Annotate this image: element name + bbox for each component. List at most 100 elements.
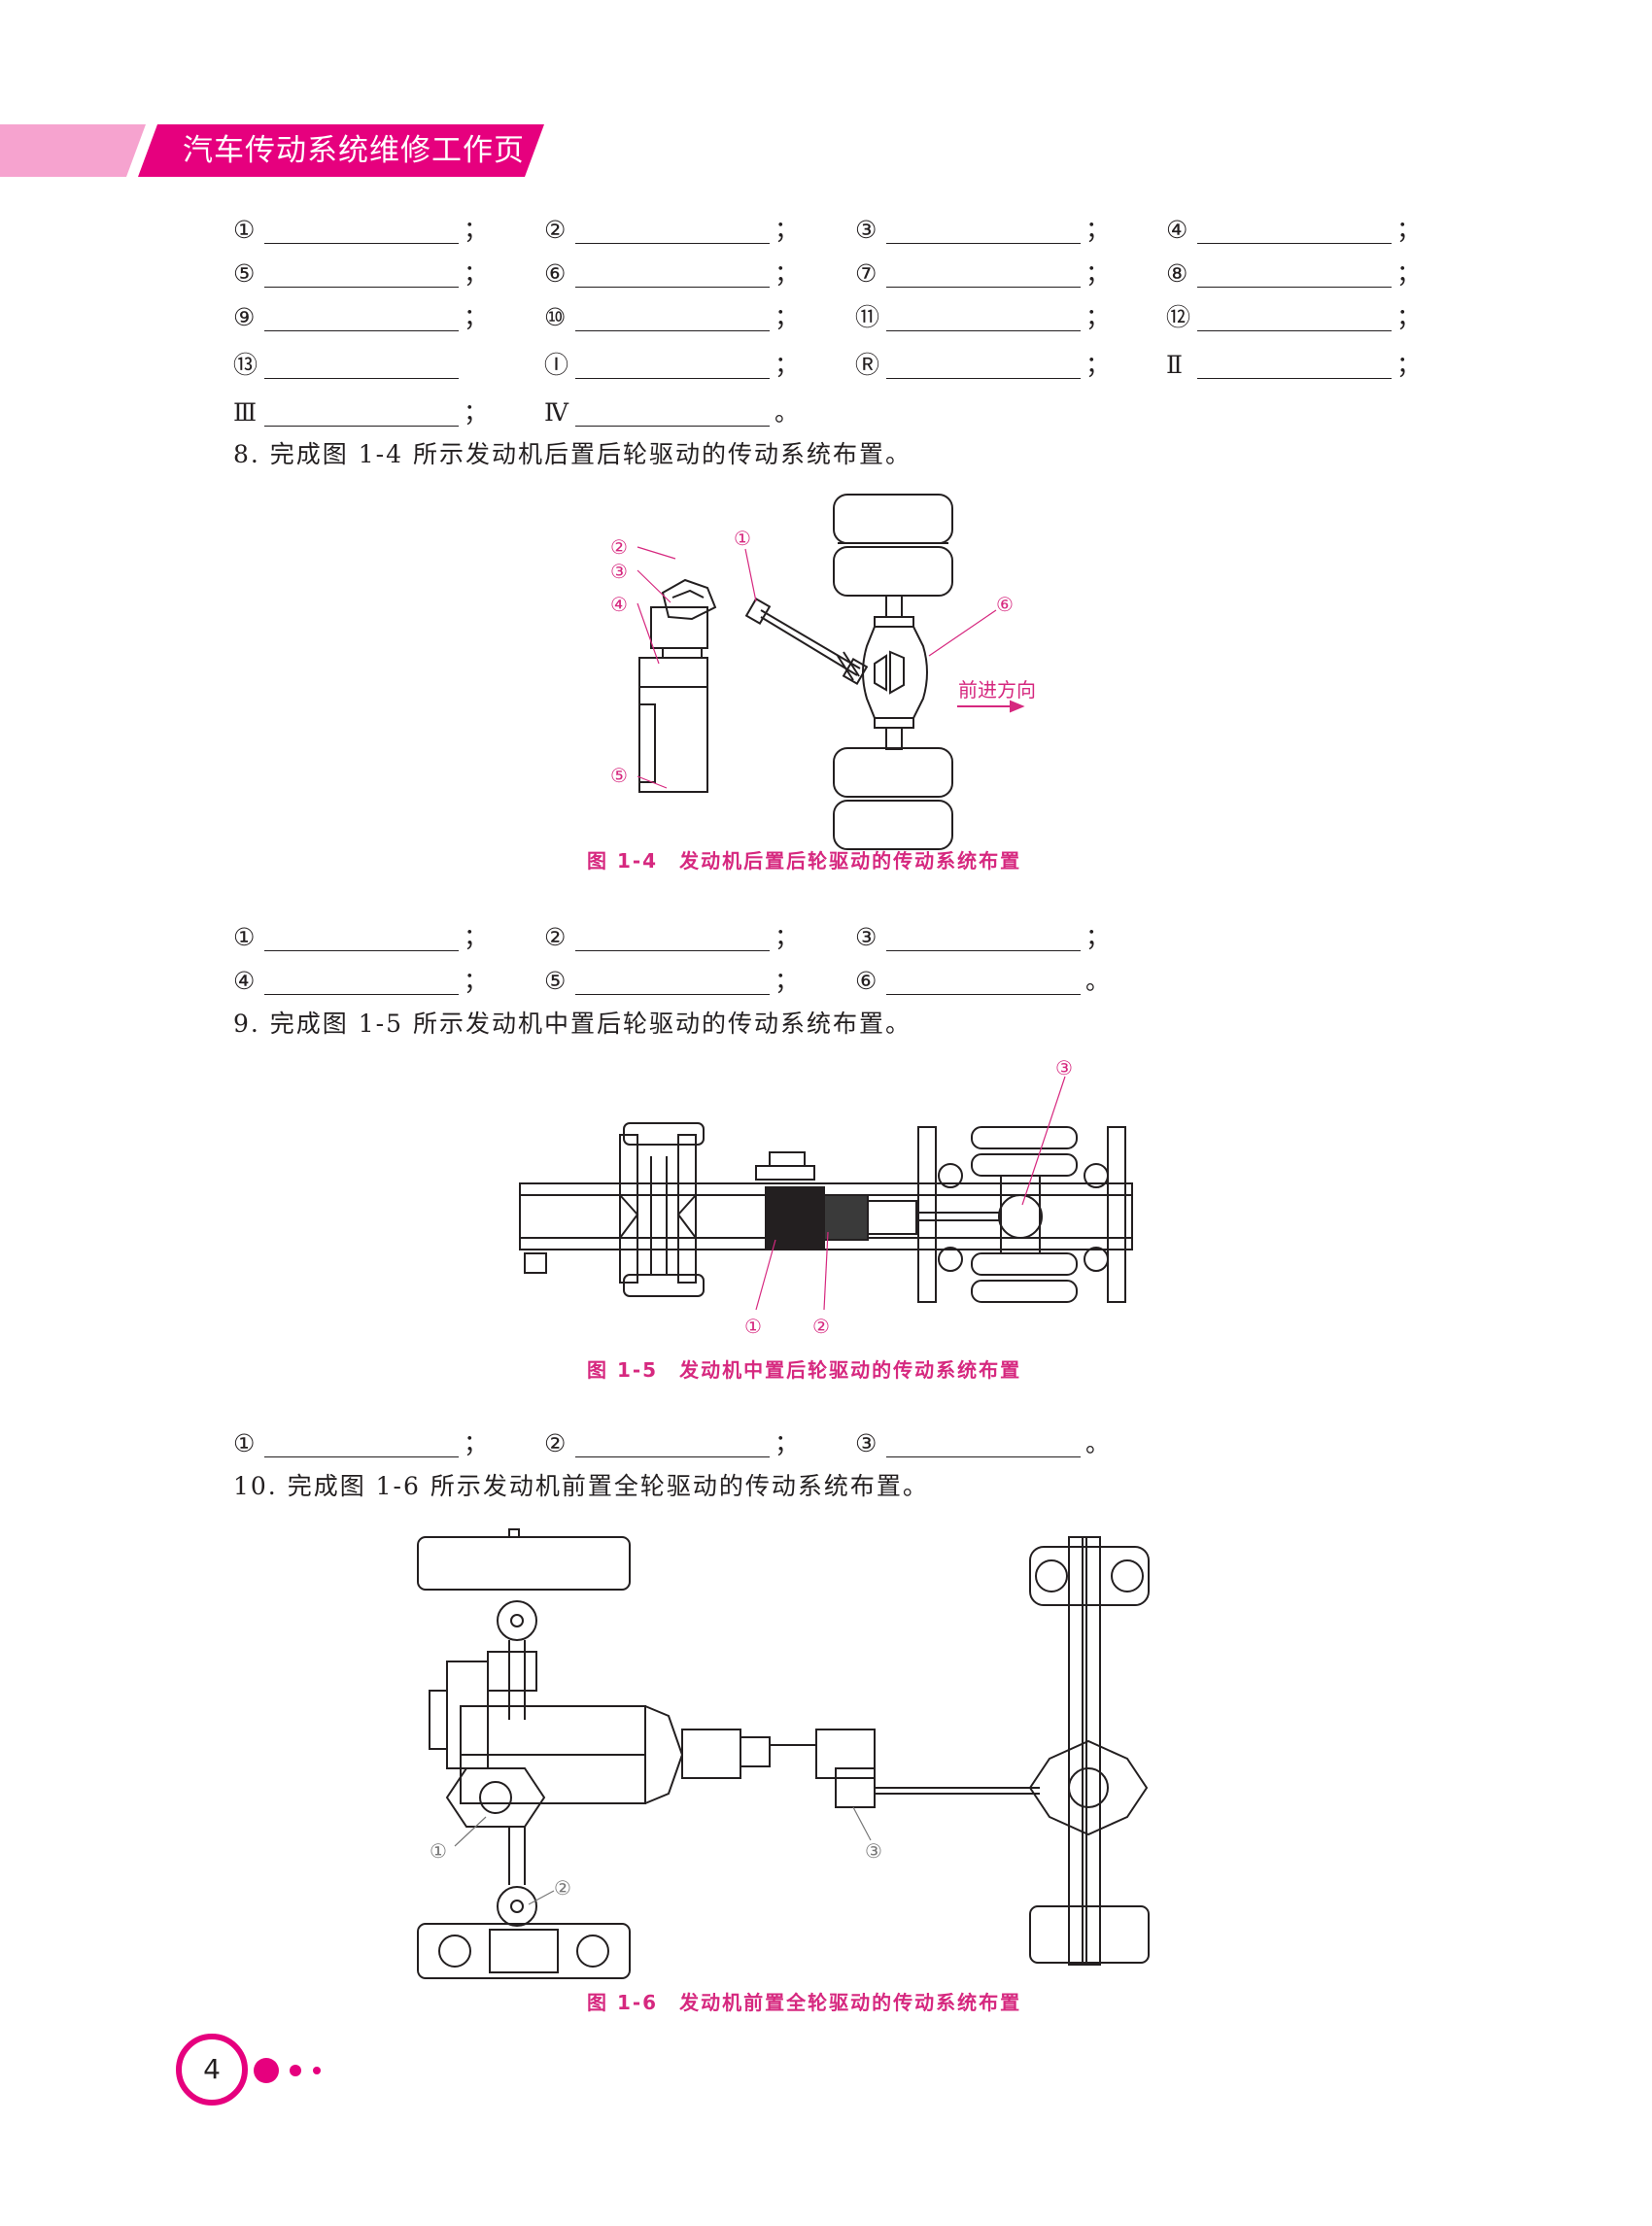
blank-number: ⑥ [855, 967, 878, 995]
blank-number: ⑬ [233, 351, 258, 379]
answer-blank[interactable]: ①； [233, 918, 488, 957]
blank-number: ⑪ [855, 303, 880, 331]
answer-blank[interactable]: Ⅲ； [233, 394, 489, 432]
answer-blank[interactable]: ①； [233, 211, 489, 250]
fig14-label-1: ① [734, 527, 751, 550]
answer-blank[interactable]: ⑨； [233, 298, 489, 337]
answer-blank[interactable]: ③。 [855, 1424, 1110, 1463]
blank-punctuation: ； [464, 216, 489, 244]
blank-punctuation: ； [1085, 216, 1111, 244]
answer-blank[interactable]: Ⅱ； [1166, 346, 1422, 385]
blank-number: ④ [1166, 216, 1188, 244]
header-title: 汽车传动系统维修工作页 [183, 133, 525, 168]
question-8: 8. 完成图 1-4 所示发动机后置后轮驱动的传动系统布置。 [233, 440, 912, 468]
blank-punctuation: ； [1396, 351, 1422, 379]
blank-line[interactable] [575, 287, 770, 288]
answer-blank[interactable]: Ⓘ； [544, 346, 799, 385]
blank-number: Ⅲ [233, 398, 258, 427]
blank-line[interactable] [886, 378, 1081, 379]
blank-punctuation: ； [1396, 303, 1422, 331]
blank-punctuation: ； [464, 303, 489, 331]
blank-line[interactable] [575, 378, 770, 379]
blank-line[interactable] [264, 243, 459, 244]
blank-line[interactable] [886, 243, 1081, 244]
blank-line[interactable] [264, 1456, 459, 1457]
question-9: 9. 完成图 1-5 所示发动机中置后轮驱动的传动系统布置。 [233, 1010, 912, 1038]
blank-line[interactable] [886, 1456, 1081, 1457]
answer-blank[interactable]: ④； [233, 962, 489, 1001]
fig14-label-4: ④ [610, 593, 628, 616]
blank-number: ⑩ [544, 303, 567, 331]
answer-blank[interactable]: ⑬ [233, 346, 486, 385]
blank-line[interactable] [264, 950, 459, 951]
answer-blank[interactable]: ⑧； [1166, 255, 1422, 293]
blank-line[interactable] [886, 287, 1081, 288]
figure-1-5: ① ② ③ [519, 1059, 1133, 1338]
fig16-label-2: ② [554, 1876, 571, 1900]
blank-punctuation: 。 [774, 398, 800, 427]
answer-blank[interactable]: ③； [855, 918, 1110, 957]
answer-blank[interactable]: ⑤； [544, 962, 799, 1001]
blank-line[interactable] [264, 330, 459, 331]
answer-blank[interactable]: ⑫； [1166, 298, 1422, 337]
blank-punctuation: ； [1085, 303, 1111, 331]
answer-blank[interactable]: ⑤； [233, 255, 488, 293]
blank-punctuation: ； [774, 923, 800, 951]
blank-number: ④ [233, 967, 256, 995]
footer-dot-large [254, 2058, 279, 2083]
answer-blank[interactable]: ⑥； [544, 255, 799, 293]
blank-number: ② [544, 923, 567, 951]
answer-blank[interactable]: ⑥。 [855, 962, 1110, 1001]
blank-number: ⑤ [233, 259, 256, 288]
blank-line[interactable] [886, 330, 1081, 331]
answer-blank[interactable]: ①； [233, 1424, 489, 1463]
blank-number: ⑦ [855, 259, 878, 288]
blank-line[interactable] [575, 330, 770, 331]
header-band [0, 124, 544, 177]
blank-line[interactable] [575, 426, 770, 427]
blank-line[interactable] [575, 994, 770, 995]
answer-blank[interactable]: ⑦； [855, 255, 1110, 293]
blank-line[interactable] [1197, 243, 1392, 244]
blank-line[interactable] [1197, 330, 1392, 331]
blank-line[interactable] [264, 994, 459, 995]
blank-line[interactable] [1197, 378, 1392, 379]
blank-number: ⑤ [544, 967, 567, 995]
answer-blank[interactable]: Ⓡ； [855, 346, 1110, 385]
answer-blank[interactable]: ⑩； [544, 298, 800, 337]
blank-punctuation: ； [774, 216, 800, 244]
blank-line[interactable] [886, 950, 1081, 951]
answer-blank[interactable]: ⑪； [855, 298, 1111, 337]
blank-number: ⑨ [233, 303, 256, 331]
fig15-label-2: ② [812, 1315, 830, 1338]
blank-line[interactable] [264, 287, 459, 288]
blank-punctuation: ； [774, 303, 800, 331]
fig14-caption-text: 发动机后置后轮驱动的传动系统布置 [679, 849, 1022, 873]
answer-blank[interactable]: ③； [855, 211, 1111, 250]
blank-punctuation: ； [1396, 259, 1422, 288]
blank-line[interactable] [575, 950, 770, 951]
fig16-label-3: ③ [865, 1839, 882, 1863]
answer-blank[interactable]: ②； [544, 918, 800, 957]
answer-blank[interactable]: Ⅳ。 [544, 394, 800, 432]
answer-blank[interactable]: ④； [1166, 211, 1421, 250]
blank-line[interactable] [264, 378, 459, 379]
blank-number: ② [544, 216, 567, 244]
blank-line[interactable] [886, 994, 1081, 995]
blank-line[interactable] [575, 1456, 770, 1457]
blank-number: ③ [855, 216, 878, 244]
answer-blank[interactable]: ②； [544, 211, 800, 250]
blank-number: ③ [855, 923, 878, 951]
answer-blank[interactable]: ②； [544, 1424, 799, 1463]
page-number: 4 [176, 2034, 248, 2106]
blank-number: ① [233, 216, 256, 244]
blank-punctuation: ； [464, 967, 489, 995]
blank-punctuation: ； [464, 1429, 489, 1457]
blank-line[interactable] [575, 243, 770, 244]
blank-number: Ⓡ [855, 351, 880, 379]
blank-number: ① [233, 923, 256, 951]
blank-punctuation: ； [464, 398, 489, 427]
blank-line[interactable] [1197, 287, 1392, 288]
blank-line[interactable] [264, 426, 459, 427]
